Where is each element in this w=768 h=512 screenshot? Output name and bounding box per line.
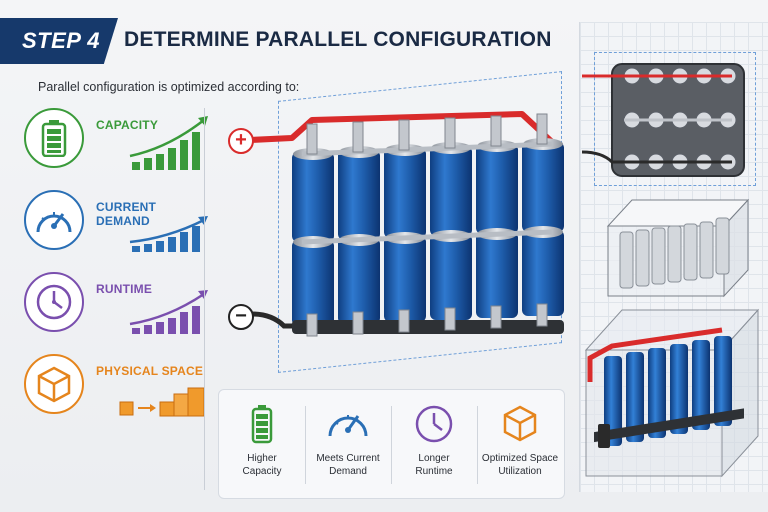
battery-pack-illustration bbox=[249, 111, 564, 337]
step-label: STEP 4 bbox=[22, 28, 100, 53]
factor-current-demand: CURRENT DEMAND bbox=[24, 190, 208, 260]
factor-label: RUNTIME bbox=[96, 282, 153, 296]
step-badge: STEP 4 bbox=[0, 18, 118, 64]
assembled-pack-diagram bbox=[584, 308, 760, 478]
intro-text: Parallel configuration is optimized acco… bbox=[38, 80, 300, 94]
factor-physical-space: PHYSICAL SPACE bbox=[24, 354, 205, 424]
positive-symbol: + bbox=[235, 129, 247, 151]
benefit-divider bbox=[305, 406, 306, 484]
growth-chart-icon bbox=[129, 290, 208, 334]
boxes-arrangement-icon bbox=[119, 387, 205, 417]
positive-terminal-icon: + bbox=[228, 128, 254, 154]
factor-runtime: RUNTIME bbox=[24, 272, 208, 342]
top-view-outline bbox=[594, 52, 756, 186]
top-view-diagram bbox=[582, 63, 745, 177]
clock-icon bbox=[24, 272, 84, 332]
benefit-divider bbox=[391, 406, 392, 484]
growth-chart-icon bbox=[129, 216, 208, 252]
factor-label: PHYSICAL SPACE bbox=[96, 364, 204, 378]
gauge-icon bbox=[328, 415, 368, 437]
negative-terminal-icon: − bbox=[228, 304, 254, 330]
cell-row-bottom bbox=[292, 226, 564, 326]
gauge-icon bbox=[24, 190, 84, 250]
factor-label: CURRENT DEMAND bbox=[96, 200, 157, 228]
factor-label: CAPACITY bbox=[96, 118, 159, 132]
page-title: DETERMINE PARALLEL CONFIGURATION bbox=[124, 28, 552, 51]
cell-row-top bbox=[292, 138, 564, 242]
growth-chart-icon bbox=[129, 116, 208, 170]
section-divider bbox=[204, 108, 205, 490]
battery-icon bbox=[24, 108, 84, 168]
cube-icon bbox=[24, 354, 84, 414]
clock-icon bbox=[415, 405, 453, 443]
battery-icon bbox=[251, 405, 273, 444]
cube-icon bbox=[503, 405, 537, 442]
benefit-divider bbox=[477, 406, 478, 484]
enclosure-view-diagram bbox=[606, 198, 750, 298]
negative-symbol: − bbox=[235, 305, 247, 327]
factor-capacity: CAPACITY bbox=[24, 108, 208, 178]
